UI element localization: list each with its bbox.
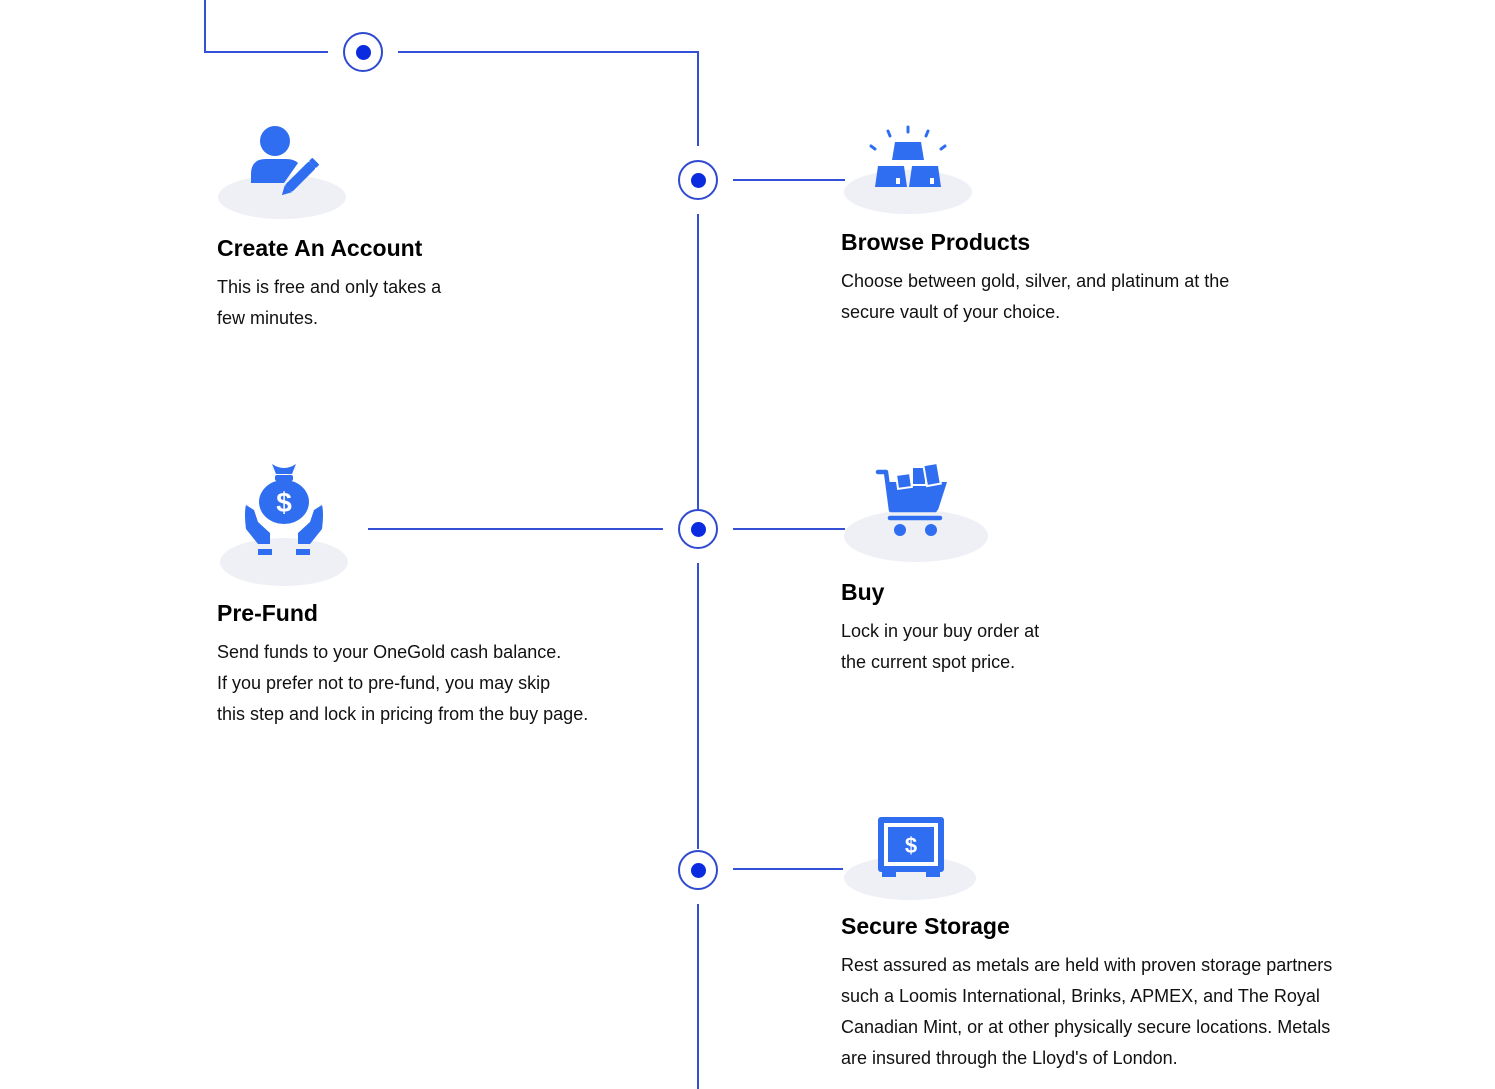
timeline-node	[678, 160, 718, 200]
step-title: Buy	[841, 579, 885, 605]
connector-line	[733, 868, 843, 870]
step-description: Lock in your buy order at the current sp…	[841, 621, 1040, 672]
step-description: Choose between gold, silver, and platinu…	[841, 271, 1230, 322]
step-title: Create An Account	[217, 235, 423, 261]
svg-text:$: $	[905, 833, 917, 858]
connector-line	[204, 0, 206, 53]
connector-line	[733, 528, 845, 530]
step-description: This is free and only takes a few minute…	[217, 277, 442, 328]
step-title: Secure Storage	[841, 913, 1010, 939]
connector-line	[368, 528, 663, 530]
money-bag-hands-icon: $	[220, 464, 348, 586]
connector-line	[204, 51, 328, 53]
shopping-cart-icon	[844, 461, 988, 562]
step-title: Browse Products	[841, 229, 1031, 255]
connector-line	[697, 51, 699, 146]
connector-line	[697, 214, 699, 510]
timeline-node	[343, 32, 383, 72]
timeline-node	[678, 509, 718, 549]
step-title: Pre-Fund	[217, 600, 318, 626]
safe-icon: $	[844, 817, 976, 900]
connector-line	[697, 904, 699, 1089]
connector-line	[733, 179, 845, 181]
step-description: Send funds to your OneGold cash balance.…	[217, 642, 589, 724]
timeline-node	[678, 850, 718, 890]
gold-bars-icon	[844, 125, 972, 214]
step-description: Rest assured as metals are held with pro…	[841, 955, 1333, 1068]
user-edit-icon	[218, 126, 346, 219]
connector-line	[398, 51, 699, 53]
svg-text:$: $	[276, 487, 292, 518]
connector-line	[697, 563, 699, 849]
